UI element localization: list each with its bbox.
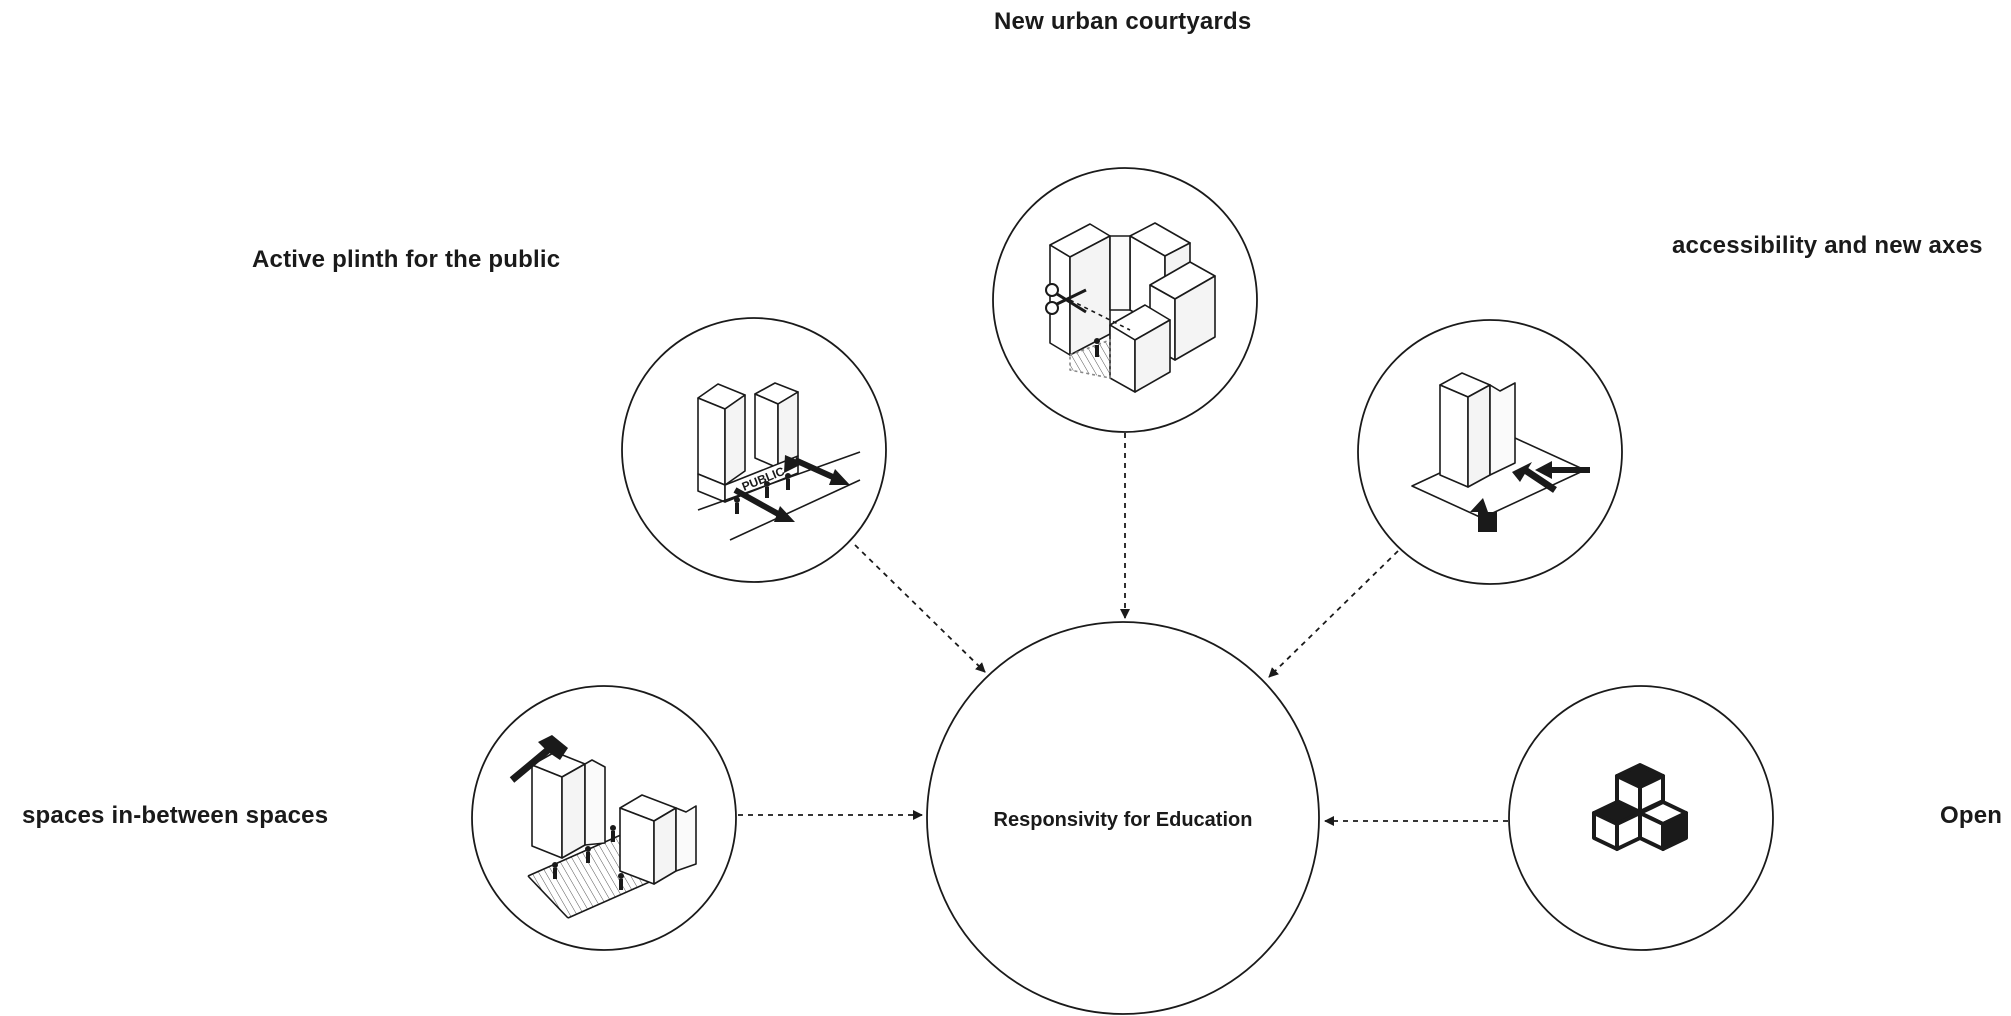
node-label-courtyards: New urban courtyards [994,8,1252,35]
plinth-node-circle [621,317,887,583]
public-plinth-icon: PUBLIC [697,382,861,541]
arrow-plinth-to-center [854,544,986,673]
connectors [738,433,1508,826]
node-label-between: spaces in-between spaces [22,802,329,829]
center-node-label: Responsivity for Education [993,809,1253,831]
center-node-circle [926,621,1320,1015]
hammer-buildings-icon [509,735,697,919]
cubes-icon [1592,763,1688,851]
node-label-open: Open [1940,802,2003,829]
node-label-axes: accessibility and new axes [1672,232,1983,259]
node-label-plinth: Active plinth for the public [252,246,561,273]
courtyard-scissors-icon [1045,222,1216,393]
access-axes-icon [1411,372,1590,532]
arrow-axes-to-center [1268,550,1399,678]
